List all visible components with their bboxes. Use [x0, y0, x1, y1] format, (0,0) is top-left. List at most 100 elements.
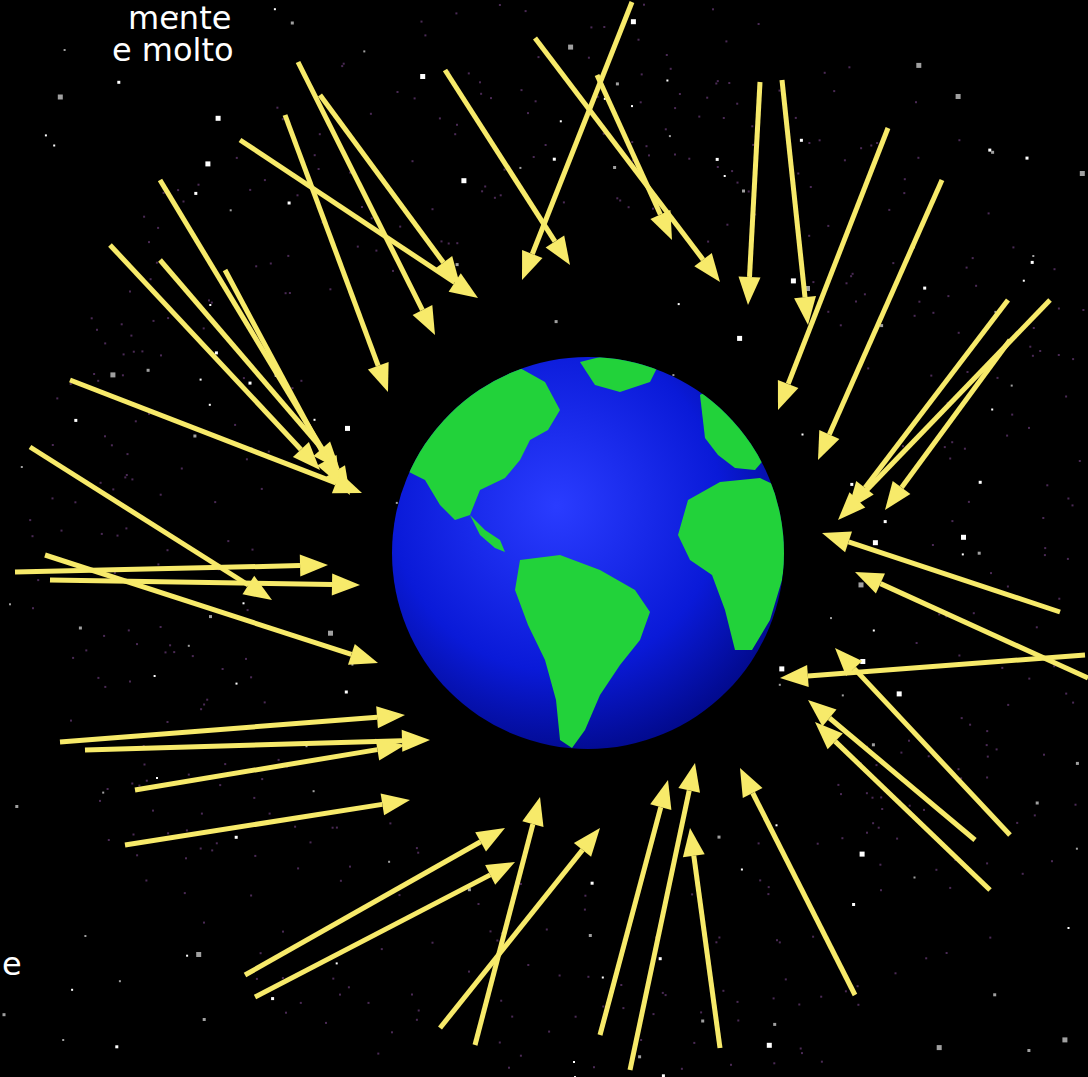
haze-dot	[538, 56, 540, 58]
haze-dot	[285, 1012, 287, 1014]
star-dot	[779, 684, 781, 686]
haze-dot	[1067, 558, 1069, 560]
haze-dot	[264, 701, 266, 703]
star-dot	[200, 379, 202, 381]
haze-dot	[133, 834, 135, 836]
haze-dot	[129, 291, 131, 293]
haze-dot	[1007, 704, 1009, 706]
haze-dot	[706, 97, 708, 99]
haze-dot	[876, 142, 878, 144]
haze-dot	[833, 90, 835, 92]
haze-dot	[300, 380, 302, 382]
haze-dot	[165, 651, 167, 653]
haze-dot	[144, 764, 146, 766]
haze-dot	[665, 994, 667, 996]
haze-dot	[808, 235, 810, 237]
haze-dot	[717, 166, 719, 168]
star-dot	[1031, 261, 1034, 264]
star-dot	[956, 94, 961, 99]
haze-dot	[872, 822, 874, 824]
haze-dot	[748, 191, 750, 193]
haze-dot	[37, 579, 39, 581]
haze-dot	[332, 978, 334, 980]
ray-arrowhead	[413, 305, 435, 335]
haze-dot	[951, 441, 953, 443]
ray-arrowhead	[694, 253, 720, 282]
haze-dot	[481, 190, 483, 192]
haze-dot	[758, 842, 760, 844]
haze-dot	[520, 1055, 522, 1057]
haze-dot	[336, 827, 338, 829]
haze-dot	[224, 763, 226, 765]
haze-dot	[827, 225, 829, 227]
haze-dot	[520, 883, 522, 885]
haze-dot	[499, 4, 501, 6]
ray-line	[225, 270, 327, 460]
star-dot	[1080, 171, 1085, 176]
star-dot	[84, 935, 86, 937]
star-dot	[1062, 1037, 1067, 1042]
star-dot	[1011, 385, 1013, 387]
star-dot	[519, 167, 521, 169]
ray-line	[85, 741, 402, 750]
haze-dot	[785, 978, 787, 980]
haze-dot	[1007, 586, 1009, 588]
star-dot	[988, 149, 991, 152]
star-dot	[1023, 280, 1025, 282]
haze-dot	[947, 295, 949, 297]
star-dot	[1036, 802, 1039, 805]
star-dot	[859, 582, 864, 587]
star-dot	[215, 351, 218, 354]
ray-arrowhead	[740, 768, 763, 798]
ray-arrowhead	[332, 473, 362, 494]
haze-dot	[674, 107, 676, 109]
star-dot	[209, 404, 211, 406]
star-dot	[249, 382, 252, 385]
haze-dot	[857, 1004, 859, 1006]
ray-arrowhead	[348, 644, 378, 665]
star-dot	[328, 631, 333, 636]
haze-dot	[968, 501, 970, 503]
haze-dot	[417, 852, 419, 854]
haze-dot	[133, 351, 135, 353]
ray-line	[597, 75, 660, 215]
ray-line	[865, 300, 1008, 488]
haze-dot	[484, 186, 486, 188]
haze-dot	[157, 227, 159, 229]
haze-dot	[1001, 667, 1003, 669]
haze-dot	[201, 813, 203, 815]
haze-dot	[646, 145, 648, 147]
haze-dot	[718, 937, 720, 939]
ray-line	[881, 584, 1088, 678]
haze-dot	[270, 263, 272, 265]
haze-dot	[127, 453, 129, 455]
haze-dot	[1043, 754, 1045, 756]
ray-arrowhead	[368, 362, 389, 392]
star-dot	[314, 419, 316, 421]
star-dot	[203, 1018, 206, 1021]
haze-dot	[737, 1020, 739, 1022]
haze-dot	[563, 201, 565, 203]
haze-dot	[1054, 268, 1056, 270]
star-dot	[45, 134, 47, 136]
haze-dot	[776, 939, 778, 941]
haze-dot	[329, 288, 331, 290]
star-dot	[235, 836, 238, 839]
haze-dot	[964, 448, 966, 450]
haze-dot	[264, 179, 266, 181]
haze-dot	[490, 97, 492, 99]
haze-dot	[840, 793, 842, 795]
haze-dot	[167, 721, 169, 723]
star-dot	[291, 22, 294, 25]
haze-dot	[104, 342, 106, 344]
haze-dot	[261, 778, 263, 780]
star-dot	[156, 777, 158, 779]
haze-dot	[135, 420, 137, 422]
haze-dot	[723, 117, 725, 119]
star-dot	[613, 166, 616, 169]
haze-dot	[222, 668, 224, 670]
haze-dot	[250, 676, 252, 678]
haze-dot	[662, 992, 664, 994]
nebula-haze	[29, 4, 1084, 1070]
